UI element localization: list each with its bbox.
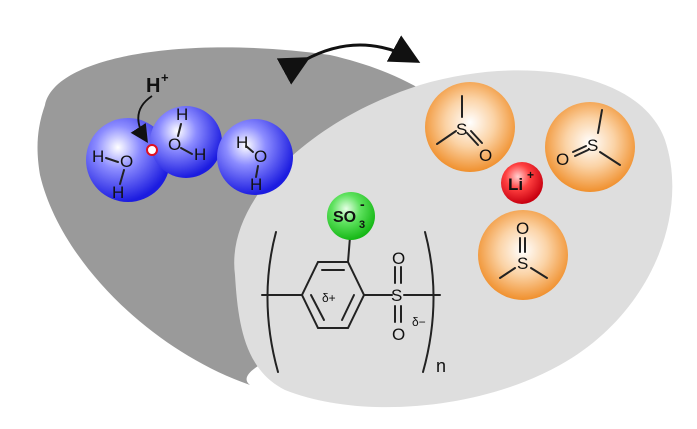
delta-plus-label: δ+ (322, 291, 336, 305)
bond (530, 267, 548, 279)
proton-symbol: H (146, 75, 160, 97)
proton-charge: + (161, 70, 169, 85)
hydronium-oxygen-marker (146, 144, 158, 156)
dmso-o: O (556, 150, 569, 169)
water-o: O (254, 147, 267, 166)
dmso-o: O (479, 146, 492, 165)
water-cluster: H O H H O H H O H (86, 105, 293, 202)
bond (119, 169, 125, 185)
water-o: O (120, 152, 133, 171)
water-sphere (217, 119, 293, 195)
water-h: H (92, 147, 104, 166)
sulfonate-symbol: SO (333, 209, 356, 226)
bond (599, 151, 621, 166)
water-h: H (236, 133, 248, 152)
proton-transfer-arrow (130, 95, 153, 144)
bond (470, 130, 483, 144)
bond (574, 149, 589, 157)
dmso-s: S (517, 254, 528, 273)
bond (177, 123, 182, 137)
sulfonate-sphere (327, 192, 375, 240)
water-h: H (176, 105, 188, 124)
bond (245, 145, 254, 153)
sulfonate-subscript: 3 (359, 219, 365, 231)
left-bracket (266, 231, 279, 373)
sulfone-o: O (392, 249, 405, 268)
proton-label: H + (146, 70, 169, 97)
exchange-arrow (276, 35, 421, 85)
bond (347, 236, 351, 263)
sulfone-o: O (392, 325, 405, 344)
bond (255, 165, 259, 178)
bond (572, 145, 587, 153)
bond (105, 157, 119, 163)
water-h: H (194, 145, 206, 164)
water-sphere (150, 106, 222, 178)
dmso-sphere (545, 102, 635, 192)
water-sphere (86, 118, 170, 202)
dmso-lithium-cluster: S O S O O S Li + (425, 82, 635, 300)
dmso-sphere (425, 82, 515, 172)
sulfonate-charge: - (360, 196, 365, 212)
dmso-s: S (456, 120, 467, 139)
dmso-s: S (587, 136, 598, 155)
dmso-o: O (516, 219, 529, 238)
right-bracket (422, 231, 435, 373)
water-h: H (250, 175, 262, 194)
bond (310, 294, 325, 321)
sulfone-s: S (391, 286, 402, 305)
bond (597, 109, 603, 134)
bond (466, 132, 479, 146)
lithium-sphere (501, 162, 543, 204)
bond (499, 267, 516, 279)
bond (180, 147, 193, 155)
bond (341, 294, 355, 321)
polymer-unit: n δ+ S O O δ− SO 3 - (261, 192, 446, 376)
delta-minus-label: δ− (412, 315, 426, 329)
water-h: H (112, 183, 124, 202)
repeat-count: n (436, 356, 446, 376)
lithium-symbol: Li (508, 175, 523, 194)
lithium-charge: + (527, 168, 534, 182)
bond (436, 130, 457, 145)
water-o: O (168, 135, 181, 154)
